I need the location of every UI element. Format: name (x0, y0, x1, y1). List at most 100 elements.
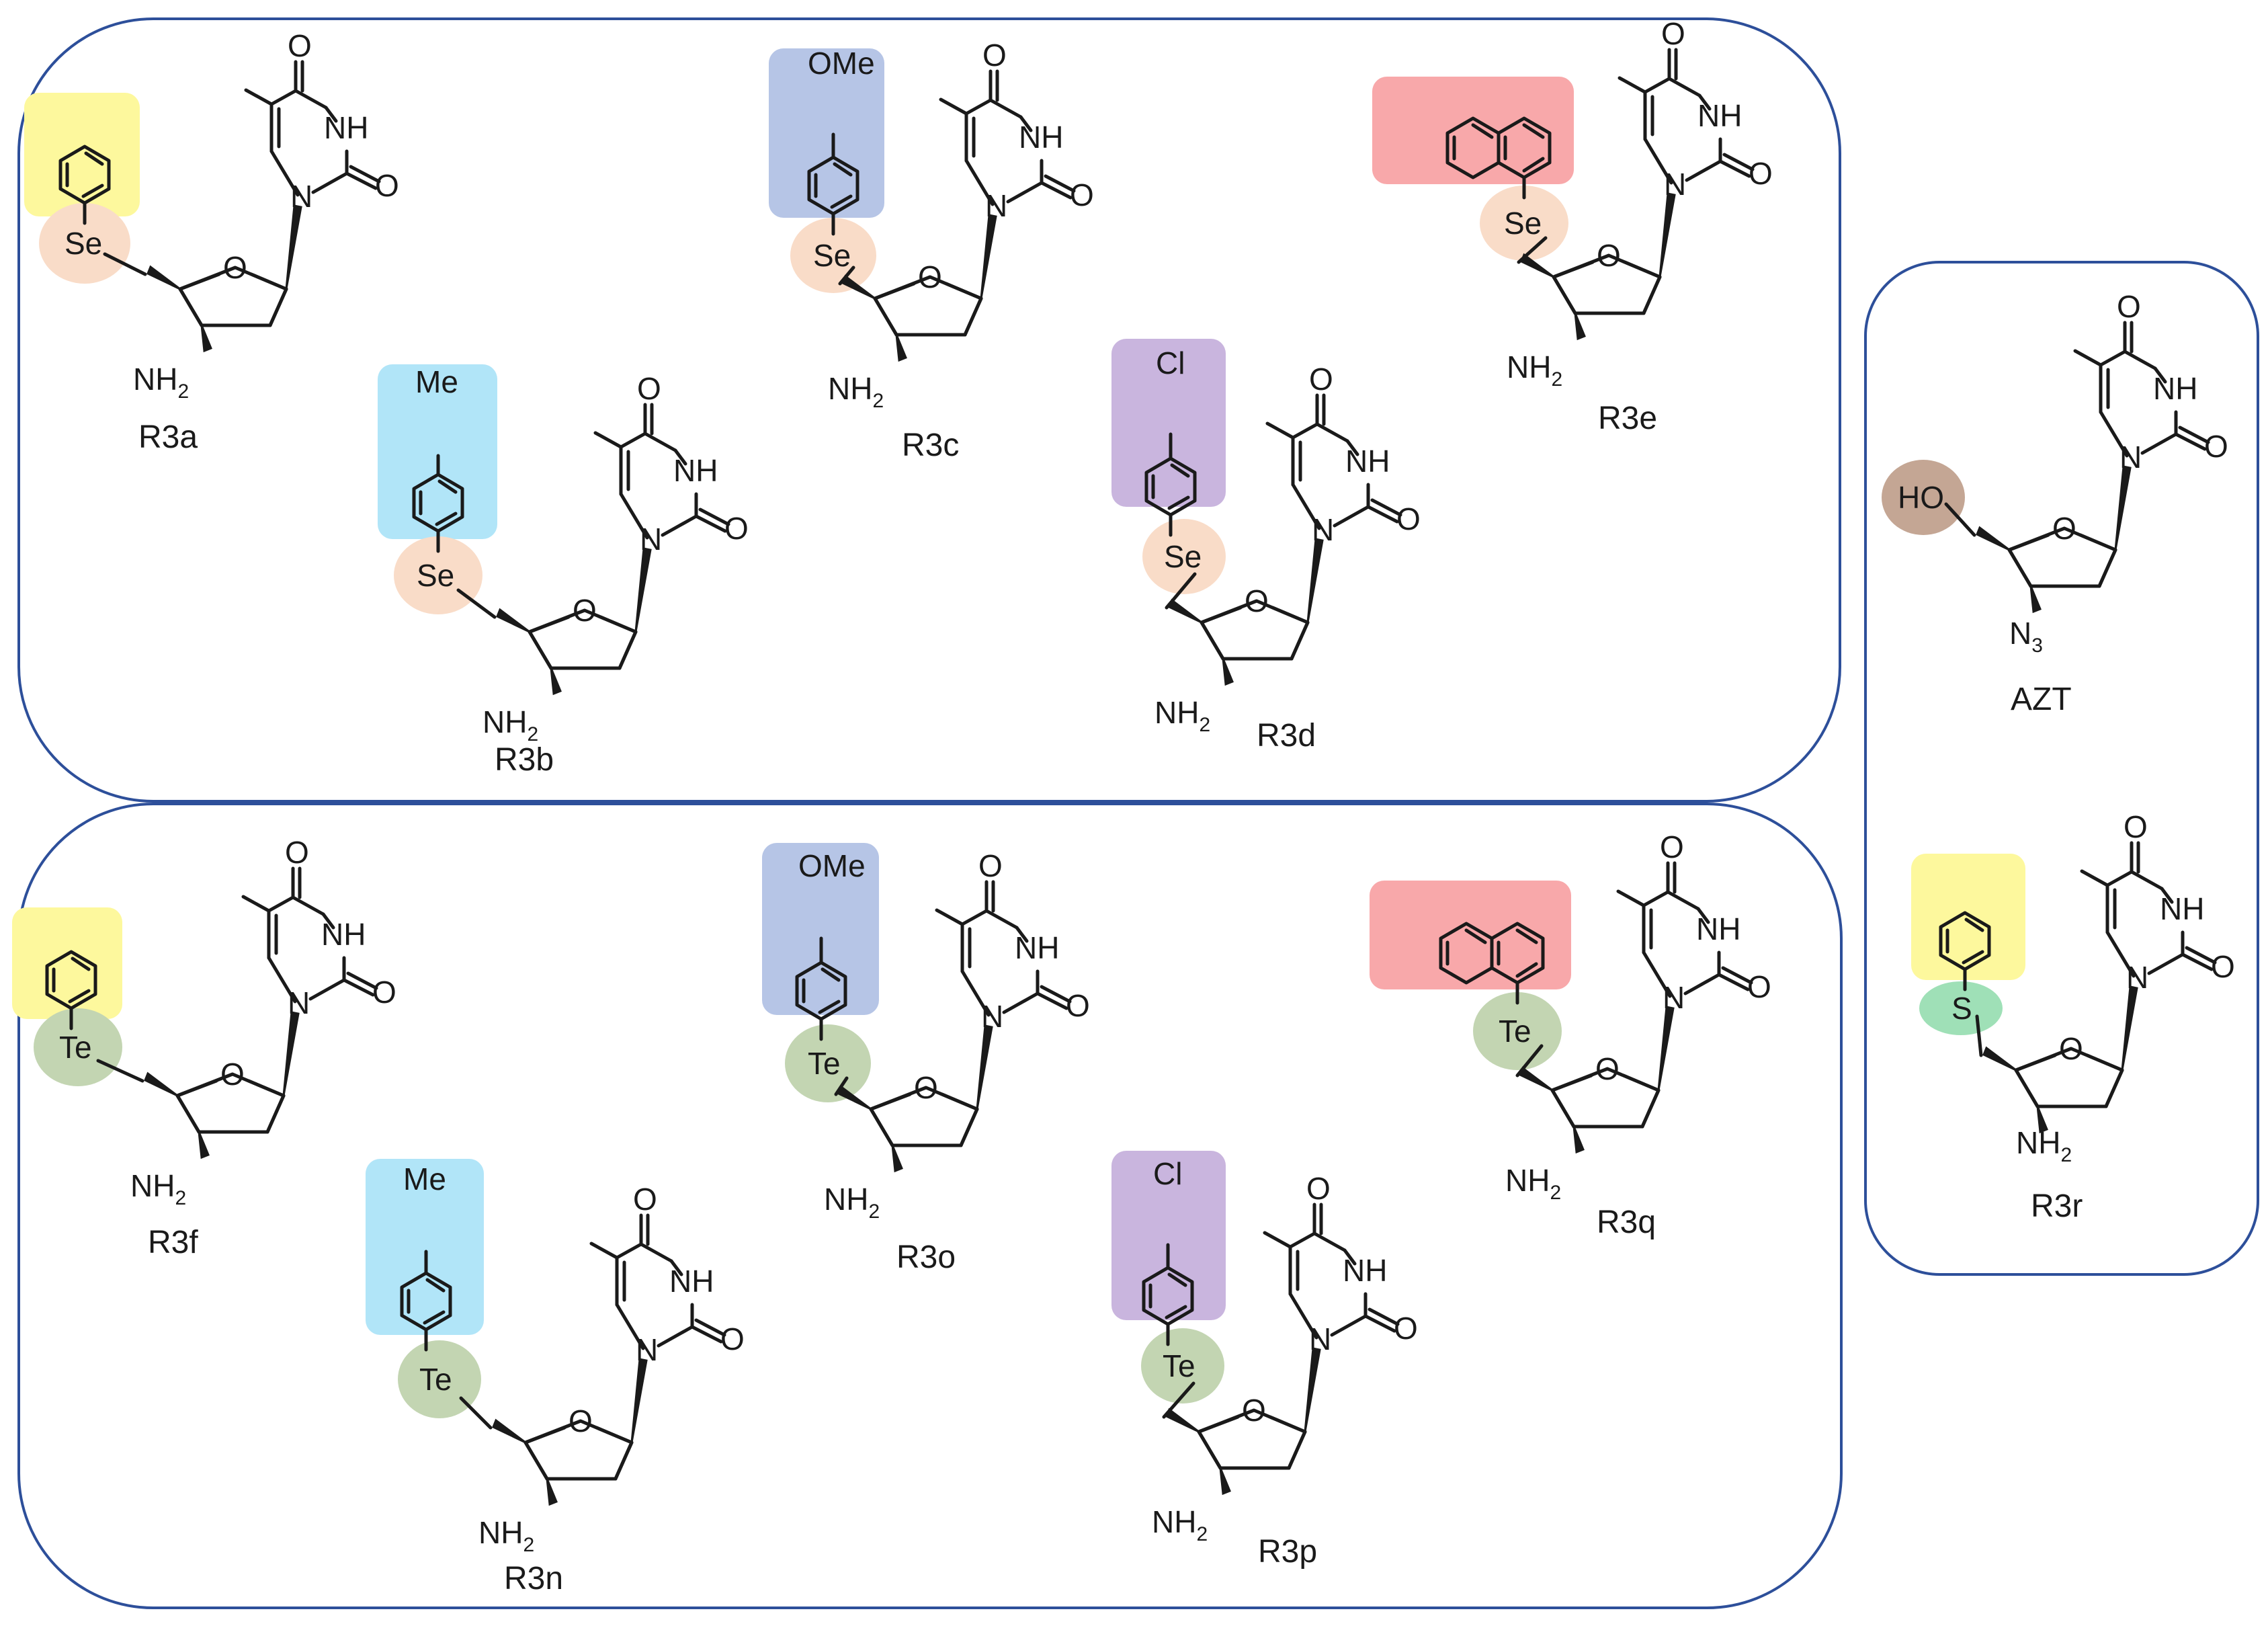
compound-r3c: OMe Se O N NH O O NH2 R3c (769, 38, 1094, 463)
carbonyl-oxygen-c4: O (2117, 289, 2141, 324)
compound-r3a: Se O N NH O O NH2 R3a (24, 28, 399, 455)
amine-group: NH2 (478, 1515, 534, 1556)
selenium-group-box (17, 17, 1841, 803)
chalcogen-label: Te (1163, 1348, 1195, 1383)
ring-oxygen: O (1595, 1051, 1620, 1086)
carbonyl-oxygen-c2: O (1749, 156, 1773, 191)
nitrogen-n1: N (985, 188, 1007, 223)
nitrogen-n1: N (981, 999, 1003, 1034)
para-substituent: OMe (798, 848, 866, 883)
carbonyl-oxygen-c4: O (2124, 809, 2148, 844)
ring-oxygen: O (918, 259, 942, 294)
chalcogen-highlight (1480, 186, 1568, 261)
ring-oxygen: O (1597, 238, 1621, 273)
compound-name: R3b (495, 742, 554, 778)
compound-r3b: Me Se O N NH O O NH2 R3b (378, 364, 749, 778)
chalcogen-label: Se (1504, 206, 1542, 241)
chalcogen-highlight (1919, 981, 2003, 1035)
compound-r3r: S O N NH O O NH2 R3r (1911, 809, 2235, 1224)
aryl-highlight (762, 843, 879, 1015)
compound-r3f: Te O N NH O O NH2 R3f (12, 835, 396, 1260)
chalcogen-label: Se (813, 238, 851, 273)
carbonyl-oxygen-c2: O (2211, 949, 2235, 984)
tellurium-group-box (17, 803, 1843, 1609)
nitrogen-n1: N (2119, 440, 2142, 475)
compound-name: R3r (2031, 1188, 2083, 1224)
ring-oxygen: O (573, 593, 597, 628)
carbonyl-oxygen-c4: O (633, 1182, 657, 1217)
amine-group: NH2 (828, 371, 884, 412)
nitrogen-n1: N (640, 522, 662, 557)
chalcogen-label: Te (808, 1046, 841, 1081)
nitrogen-n3: NH (2153, 371, 2197, 406)
compound-name: R3a (138, 419, 198, 455)
para-substituent: Me (415, 364, 458, 399)
ring-oxygen: O (223, 250, 247, 285)
nitrogen-n1: N (290, 179, 312, 214)
nitrogen-n1: N (636, 1332, 658, 1367)
ring-oxygen: O (2052, 511, 2076, 546)
amine-group: NH2 (1154, 695, 1210, 736)
ring-oxygen: O (1242, 1393, 1266, 1428)
amine-group: NH2 (482, 704, 538, 745)
ring-oxygen: O (1245, 583, 1269, 618)
compound-name: R3c (902, 428, 959, 463)
aryl-highlight (1111, 1151, 1226, 1320)
carbonyl-oxygen-c4: O (637, 371, 661, 406)
carbonyl-oxygen-c4: O (1660, 829, 1684, 864)
nitrogen-n1: N (2126, 960, 2148, 995)
compound-r3n: Me Te O N NH O O NH2 R3n (366, 1159, 745, 1596)
nitrogen-n3: NH (1697, 98, 1742, 133)
compound-r3p: Cl Te O N NH O O NH2 R3p (1111, 1151, 1418, 1570)
aryl-highlight (769, 48, 884, 218)
carbonyl-oxygen-c2: O (720, 1322, 745, 1356)
compound-name: R3f (148, 1225, 198, 1260)
chalcogen-label: Se (65, 226, 102, 261)
chalcogen-label: Se (1164, 539, 1202, 574)
nitrogen-n1: N (1312, 512, 1334, 547)
aryl-highlight (1372, 77, 1574, 184)
carbonyl-oxygen-c4: O (285, 835, 309, 870)
carbonyl-oxygen-c4: O (288, 28, 312, 63)
carbonyl-oxygen-c4: O (1661, 16, 1685, 51)
compound-azt: HO O N NH O O N3 AZT (1882, 289, 2228, 717)
carbonyl-oxygen-c4: O (1306, 1171, 1331, 1206)
chalcogen-label: Te (59, 1030, 92, 1065)
carbonyl-oxygen-c2: O (372, 975, 396, 1010)
chalcogen-highlight (1142, 519, 1226, 594)
nitrogen-n3: NH (673, 453, 718, 488)
para-substituent: Me (403, 1162, 446, 1196)
compound-r3e: Se O N NH O O NH2 R3e (1372, 16, 1773, 436)
aryl-highlight (378, 364, 497, 539)
hydroxyl-highlight (1882, 460, 1965, 535)
compound-r3q: Te O N NH O O NH2 R3q (1370, 829, 1771, 1240)
chalcogen-highlight (1141, 1328, 1224, 1404)
nitrogen-n3: NH (1696, 911, 1740, 946)
compound-name: R3e (1598, 401, 1657, 436)
amine-group: NH2 (130, 1168, 186, 1209)
carbonyl-oxygen-c2: O (1747, 969, 1771, 1004)
chalcogen-label: Te (419, 1362, 452, 1397)
chalcogen-label: Te (1499, 1014, 1531, 1049)
carbonyl-oxygen-c2: O (1070, 177, 1094, 212)
nitrogen-n3: NH (1343, 1253, 1387, 1288)
aryl-highlight (24, 93, 140, 216)
compound-name: AZT (2011, 682, 2072, 717)
nitrogen-n3: NH (2160, 891, 2204, 926)
compound-name: R3p (1258, 1534, 1317, 1570)
nitrogen-n3: NH (324, 110, 368, 145)
compound-name: R3n (504, 1561, 563, 1596)
amine-group: NH2 (1152, 1504, 1208, 1545)
ring-oxygen: O (2059, 1031, 2083, 1066)
carbonyl-oxygen-c2: O (2204, 429, 2228, 464)
nitrogen-n3: NH (1015, 930, 1059, 965)
reference-group-box (1864, 261, 2259, 1276)
chalcogen-highlight (39, 203, 130, 284)
nitrogen-n1: N (288, 985, 310, 1020)
chalcogen-label: Se (417, 558, 454, 593)
compound-name: R3d (1257, 718, 1316, 754)
nitrogen-n3: NH (669, 1264, 714, 1299)
ring-oxygen: O (220, 1057, 245, 1092)
compound-r3o: OMe Te O N NH O O NH2 R3o (762, 843, 1090, 1275)
nitrogen-n3: NH (1345, 444, 1390, 479)
